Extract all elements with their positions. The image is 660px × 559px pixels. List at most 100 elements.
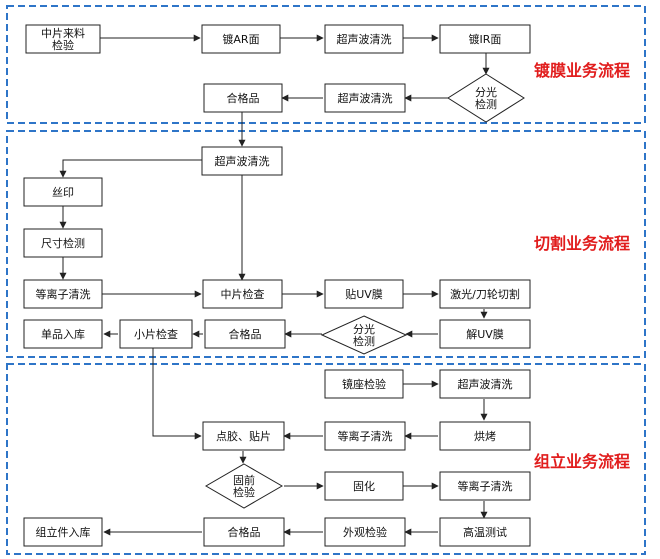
node-shape	[324, 421, 406, 451]
node-shape	[203, 83, 283, 113]
step-n4: 镀IR面	[439, 24, 531, 54]
node-label: 外观检验	[343, 525, 387, 539]
step-n1: 中片来料检验	[25, 24, 101, 54]
arrow-c1-c2	[59, 159, 202, 178]
node-label: 合格品	[229, 327, 262, 341]
connectors	[59, 34, 490, 536]
step-n2: 镀AR面	[201, 24, 281, 54]
stage-assembly-frame	[6, 363, 646, 555]
node-label: 激光/刀轮切割	[450, 287, 520, 301]
step-n3: 超声波清洗	[324, 24, 404, 54]
node-shape	[23, 517, 103, 547]
step-a3: 烘烤	[439, 421, 531, 451]
step-c6: 贴UV膜	[324, 279, 404, 309]
node-shape	[439, 24, 531, 54]
node-shape	[439, 471, 531, 501]
node-label: 解UV膜	[466, 327, 504, 341]
step-n6: 超声波清洗	[324, 83, 406, 113]
step-c4: 等离子清洗	[23, 279, 103, 309]
node-label: 分光检测	[475, 85, 497, 111]
node-label: 超声波清洗	[458, 377, 513, 391]
node-shape	[320, 315, 408, 355]
stage-label-assembly: 组立业务流程	[534, 452, 630, 471]
step-c5: 中片检查	[202, 279, 283, 309]
node-shape	[202, 421, 285, 451]
node-label: 合格品	[227, 91, 260, 105]
step-a11: 合格品	[203, 517, 285, 547]
step-c12: 单品入库	[23, 319, 103, 349]
step-c3: 尺寸检测	[23, 228, 103, 258]
node-label: 镀IR面	[469, 32, 502, 46]
node-shape	[201, 146, 283, 176]
decision-n5: 分光检测	[447, 73, 525, 123]
node-shape	[23, 177, 103, 207]
node-shape	[439, 369, 531, 399]
process-nodes: 中片来料检验镀AR面超声波清洗镀IR面分光检测超声波清洗合格品超声波清洗丝印尺寸…	[23, 24, 531, 547]
step-c10: 合格品	[204, 319, 286, 349]
decision-c9: 分光检测	[320, 315, 408, 355]
step-a10: 外观检验	[324, 517, 406, 547]
node-label: 等离子清洗	[338, 429, 393, 443]
node-shape	[439, 517, 531, 547]
node-shape	[324, 279, 404, 309]
node-label: 丝印	[52, 186, 74, 199]
node-label: 点胶、贴片	[216, 429, 271, 443]
node-label: 组立件入库	[36, 525, 91, 539]
stage-label-coating: 镀膜业务流程	[534, 61, 630, 80]
node-shape	[324, 24, 404, 54]
node-shape	[23, 279, 103, 309]
step-a4: 等离子清洗	[324, 421, 406, 451]
node-label: 等离子清洗	[36, 287, 91, 301]
step-a9: 高温测试	[439, 517, 531, 547]
node-shape	[201, 24, 281, 54]
stage-label-cutting: 切割业务流程	[534, 234, 630, 253]
step-c11: 小片检查	[119, 319, 193, 349]
node-label: 单品入库	[41, 328, 85, 341]
node-label: 超声波清洗	[338, 91, 393, 105]
node-shape	[439, 319, 531, 349]
stage-cutting-frame	[6, 130, 646, 358]
node-shape	[25, 24, 101, 54]
node-label: 中片检查	[221, 287, 265, 301]
step-a1: 镜座检验	[324, 369, 404, 399]
node-shape	[324, 369, 404, 399]
node-shape	[205, 463, 283, 509]
node-label: 尺寸检测	[41, 236, 85, 250]
node-shape	[439, 421, 531, 451]
node-shape	[447, 73, 525, 123]
step-a7: 固化	[324, 471, 404, 501]
step-c8: 解UV膜	[439, 319, 531, 349]
node-label: 小片检查	[134, 327, 178, 341]
step-a8: 等离子清洗	[439, 471, 531, 501]
node-shape	[324, 517, 406, 547]
arrow-c11-a5	[152, 348, 202, 440]
step-n7: 合格品	[203, 83, 283, 113]
node-shape	[324, 471, 404, 501]
node-label: 高温测试	[463, 525, 507, 539]
node-shape	[119, 319, 193, 349]
node-label: 中片来料检验	[41, 26, 85, 52]
node-label: 超声波清洗	[337, 32, 392, 46]
node-shape	[202, 279, 283, 309]
node-label: 镜座检验	[342, 377, 386, 391]
node-label: 合格品	[228, 525, 261, 539]
node-shape	[204, 319, 286, 349]
step-a12: 组立件入库	[23, 517, 103, 547]
stage-coating-frame	[6, 5, 646, 124]
node-label: 固前检验	[233, 473, 255, 499]
step-a5: 点胶、贴片	[202, 421, 285, 451]
node-shape	[23, 228, 103, 258]
node-label: 固化	[353, 479, 375, 493]
step-c1: 超声波清洗	[201, 146, 283, 176]
node-shape	[23, 319, 103, 349]
node-label: 等离子清洗	[458, 479, 513, 493]
node-shape	[439, 279, 531, 309]
decision-a6: 固前检验	[205, 463, 283, 509]
node-label: 烘烤	[474, 429, 496, 443]
node-label: 镀AR面	[222, 32, 259, 46]
node-label: 分光检测	[353, 322, 375, 348]
step-c2: 丝印	[23, 177, 103, 207]
node-shape	[203, 517, 285, 547]
step-c7: 激光/刀轮切割	[439, 279, 531, 309]
